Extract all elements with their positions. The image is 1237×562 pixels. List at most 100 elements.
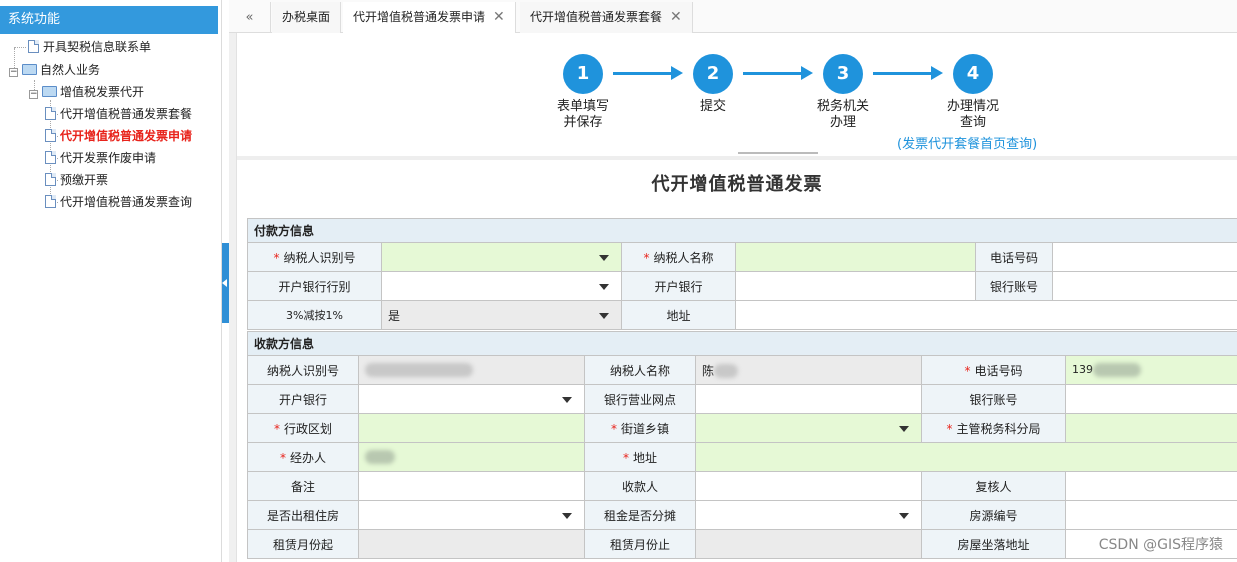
step-arrow <box>613 66 683 80</box>
payee-branch-label: 银行营业网点 <box>584 384 696 414</box>
payee-house-addr-input[interactable] <box>1064 529 1237 559</box>
step-label-line: 表单填写 <box>556 99 609 114</box>
payee-payee-input[interactable] <box>695 471 922 501</box>
form-title: 代开增值税普通发票 <box>651 174 823 195</box>
redacted-value <box>714 364 739 378</box>
payee-phone-input[interactable]: 139 <box>1064 355 1237 385</box>
payee-rent-split-label: 租金是否分摊 <box>584 500 696 530</box>
payee-reviewer-label: 复核人 <box>921 471 1066 501</box>
payer-bank-type-label: 开户银行行别 <box>247 271 382 301</box>
sidebar-item-prepay[interactable]: 预缴开票 <box>45 170 108 190</box>
payer-account-input[interactable] <box>1051 271 1237 301</box>
payee-phone-label: *电话号码 <box>921 355 1066 385</box>
payer-name-input[interactable] <box>735 242 976 272</box>
payer-account-label: 银行账号 <box>975 271 1053 301</box>
payer-bank-input[interactable] <box>735 271 976 301</box>
collapse-icon[interactable]: − <box>9 67 18 77</box>
sidebar-item-vat-invoice[interactable]: −增值税发票代开 <box>29 82 144 102</box>
step-3-label: 税务机关办理 <box>803 99 883 131</box>
document-icon <box>45 107 56 120</box>
required-mark: * <box>643 250 650 265</box>
required-mark: * <box>273 421 280 436</box>
payee-table: 收款方信息 纳税人识别号 纳税人名称 陈 *电话号码 139 开户银行 银行营业… <box>246 331 1237 559</box>
payer-id-select[interactable] <box>381 242 622 272</box>
sidebar-item-label: 代开增值税普通发票申请 <box>60 129 193 143</box>
tab-vat-apply[interactable]: 代开增值税普通发票申请✕ <box>343 2 516 33</box>
payee-address-label: *地址 <box>584 442 696 472</box>
payer-bank-type-select[interactable] <box>381 271 622 301</box>
payee-remark-label: 备注 <box>247 471 359 501</box>
sidebar-header: 系统功能 <box>0 6 218 34</box>
payee-branch-input[interactable] <box>695 384 922 414</box>
payer-phone-input[interactable] <box>1051 242 1237 272</box>
payer-address-input[interactable] <box>734 300 1237 330</box>
sidebar-item-contract-tax[interactable]: 开具契税信息联系单 <box>28 37 151 57</box>
payee-remark-input[interactable] <box>358 471 585 501</box>
payee-rent-house-select[interactable] <box>358 500 585 530</box>
close-icon[interactable]: ✕ <box>493 9 505 25</box>
tree-line <box>34 80 35 92</box>
payee-address-input[interactable] <box>694 442 1237 472</box>
payer-reduce-select[interactable]: 是 <box>381 300 622 330</box>
collapse-icon[interactable]: − <box>29 89 38 99</box>
tab-vat-package[interactable]: 代开增值税普通发票套餐✕ <box>520 2 693 33</box>
label-text: 行政区划 <box>283 421 332 436</box>
phone-value: 139 <box>1072 363 1093 376</box>
payee-district-input[interactable] <box>358 413 585 443</box>
payer-section-title: 付款方信息 <box>246 218 1237 243</box>
payee-house-addr-label: 房屋坐落地址 <box>921 529 1066 559</box>
payer-table: 付款方信息 *纳税人识别号 *纳税人名称 电话号码 开户银行行别 开户银行 银行… <box>246 218 1237 330</box>
payee-house-no-label: 房源编号 <box>921 500 1066 530</box>
step-label-line: 办理情况 <box>946 99 999 114</box>
tab-scroll-left-button[interactable]: « <box>229 2 271 33</box>
divider-mark <box>738 152 818 154</box>
payee-rent-from-input[interactable] <box>358 529 585 559</box>
label-text: 街道乡镇 <box>620 421 669 436</box>
payee-reviewer-input[interactable] <box>1064 471 1237 501</box>
payee-handler-input[interactable] <box>358 442 585 472</box>
sidebar-item-vat-package[interactable]: 代开增值税普通发票套餐 <box>45 104 192 124</box>
tab-desktop[interactable]: 办税桌面 <box>272 2 342 33</box>
payer-reduce-label: 3%减按1% <box>247 300 382 330</box>
payee-rent-house-label: 是否出租住房 <box>247 500 359 530</box>
package-query-link[interactable]: (发票代开套餐首页查询) <box>897 137 1038 152</box>
label-text: 电话号码 <box>974 363 1023 378</box>
payee-account-label: 银行账号 <box>921 384 1066 414</box>
step-label-line: 办理 <box>829 115 856 130</box>
close-icon[interactable]: ✕ <box>670 9 682 25</box>
payee-street-label: *街道乡镇 <box>584 413 696 443</box>
sidebar-collapse-handle[interactable] <box>222 243 229 323</box>
sidebar-item-natural-person[interactable]: −自然人业务 <box>9 60 100 80</box>
payee-account-input[interactable] <box>1064 384 1237 414</box>
payee-rent-to-input[interactable] <box>695 529 922 559</box>
step-4-label: 办理情况查询 <box>933 99 1013 131</box>
folder-open-icon <box>42 86 57 97</box>
sidebar-item-label: 预缴开票 <box>60 173 109 187</box>
sidebar-item-vat-apply[interactable]: 代开增值税普通发票申请 <box>45 126 192 146</box>
payee-street-select[interactable] <box>695 413 922 443</box>
payee-district-label: *行政区划 <box>247 413 359 443</box>
payee-payee-label: 收款人 <box>584 471 696 501</box>
payee-id-input[interactable] <box>358 355 585 385</box>
folder-open-icon <box>22 64 37 75</box>
sidebar-item-label: 代开增值税普通发票套餐 <box>60 107 193 121</box>
step-label-line: 查询 <box>959 115 986 130</box>
payee-bureau-input[interactable] <box>1064 413 1237 443</box>
redacted-value <box>365 450 395 465</box>
label-text: 主管税务科分局 <box>956 421 1041 436</box>
sidebar-item-vat-query[interactable]: 代开增值税普通发票查询 <box>45 192 192 212</box>
payee-bank-select[interactable] <box>358 384 585 414</box>
payee-rent-split-select[interactable] <box>695 500 922 530</box>
sidebar-item-void-apply[interactable]: 代开发票作废申请 <box>45 148 156 168</box>
document-icon <box>45 173 56 186</box>
payee-rent-to-label: 租赁月份止 <box>584 529 696 559</box>
required-mark: * <box>946 421 953 436</box>
payer-address-label: 地址 <box>621 300 736 330</box>
label-text: 地址 <box>632 450 657 465</box>
step-2-label: 提交 <box>673 99 753 115</box>
payee-name-input[interactable]: 陈 <box>695 355 922 385</box>
payee-house-no-input[interactable] <box>1064 500 1237 530</box>
document-icon <box>45 195 56 208</box>
redacted-value <box>1093 363 1141 377</box>
document-icon <box>45 129 56 142</box>
